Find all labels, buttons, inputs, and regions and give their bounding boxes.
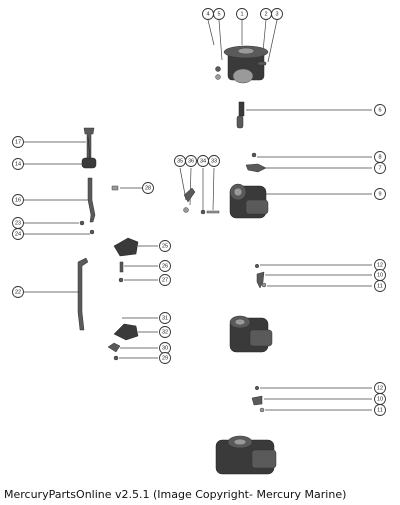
callout-number: 25 — [162, 243, 168, 249]
callout-12: 12 — [374, 382, 386, 394]
callout-number: 12 — [377, 385, 383, 391]
callout-11: 11 — [374, 280, 386, 292]
callout-31: 31 — [159, 312, 171, 324]
callout-number: 10 — [377, 272, 383, 278]
left-column-parts — [24, 127, 142, 331]
callout-number: 11 — [377, 283, 383, 289]
callout-number: 3 — [275, 11, 278, 17]
callout-16: 16 — [12, 194, 24, 206]
callout-number: 27 — [162, 277, 168, 283]
callout-25: 25 — [159, 240, 171, 252]
carburetor-upper — [229, 152, 372, 219]
callout-34: 34 — [197, 155, 209, 167]
callout-29: 29 — [159, 352, 171, 364]
callout-9: 9 — [374, 188, 386, 200]
callout-number: 12 — [377, 262, 383, 268]
callout-24: 24 — [12, 228, 24, 240]
callout-number: 35 — [177, 158, 183, 164]
callout-number: 5 — [217, 11, 220, 17]
callout-22: 22 — [12, 286, 24, 298]
callout-14: 14 — [12, 158, 24, 170]
callout-number: 28 — [145, 185, 151, 191]
callout-number: 22 — [15, 289, 21, 295]
callout-33: 33 — [208, 155, 220, 167]
callout-number: 23 — [15, 220, 21, 226]
callout-1: 1 — [236, 8, 248, 20]
callout-number: 7 — [378, 165, 381, 171]
callout-number: 31 — [162, 315, 168, 321]
callout-30: 30 — [159, 342, 171, 354]
callout-28: 28 — [142, 182, 154, 194]
callout-2: 2 — [260, 8, 272, 20]
image-caption: MercuryPartsOnline v2.5.1 (Image Copyrig… — [4, 488, 347, 501]
callout-number: 26 — [162, 263, 168, 269]
callout-11: 11 — [374, 404, 386, 416]
callout-number: 32 — [162, 329, 168, 335]
callout-32: 32 — [159, 326, 171, 338]
carburetor-middle — [229, 263, 372, 353]
callout-number: 17 — [15, 139, 21, 145]
callout-number: 11 — [377, 407, 383, 413]
callout-12: 12 — [374, 259, 386, 271]
callout-7: 7 — [374, 162, 386, 174]
center-parts — [107, 167, 220, 361]
callout-5: 5 — [213, 8, 225, 20]
callout-number: 4 — [206, 11, 209, 17]
callout-10: 10 — [374, 393, 386, 405]
callout-number: 14 — [15, 161, 21, 167]
top-assembly — [207, 19, 372, 129]
callout-4: 4 — [202, 8, 214, 20]
callout-number: 36 — [188, 158, 194, 164]
callout-36: 36 — [185, 155, 197, 167]
callout-number: 34 — [200, 158, 206, 164]
callout-3: 3 — [271, 8, 283, 20]
callout-number: 29 — [162, 355, 168, 361]
callout-number: 30 — [162, 345, 168, 351]
callout-27: 27 — [159, 274, 171, 286]
callout-number: 33 — [211, 158, 217, 164]
callout-number: 24 — [15, 231, 21, 237]
callout-17: 17 — [12, 136, 24, 148]
callout-number: 6 — [378, 107, 381, 113]
callout-number: 10 — [377, 396, 383, 402]
callout-number: 9 — [378, 191, 381, 197]
callout-8: 8 — [374, 151, 386, 163]
callout-number: 1 — [240, 11, 243, 17]
carburetor-lower — [215, 385, 372, 475]
callout-23: 23 — [12, 217, 24, 229]
callout-number: 16 — [15, 197, 21, 203]
callout-6: 6 — [374, 104, 386, 116]
callout-35: 35 — [174, 155, 186, 167]
callout-number: 8 — [378, 154, 381, 160]
callout-10: 10 — [374, 269, 386, 281]
callout-26: 26 — [159, 260, 171, 272]
callout-number: 2 — [264, 11, 267, 17]
